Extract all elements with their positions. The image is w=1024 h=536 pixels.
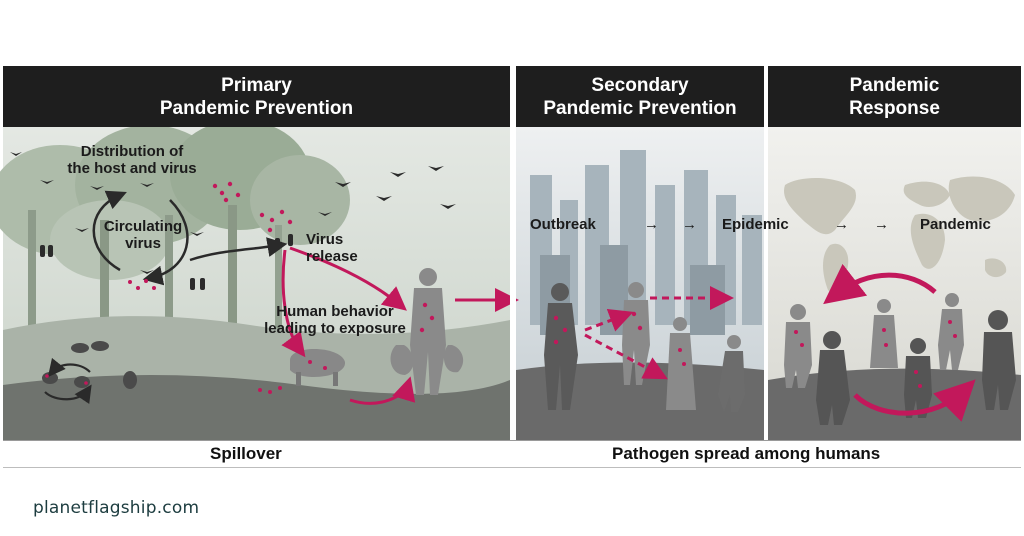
label-human-behavior-line2: leading to exposure bbox=[264, 320, 406, 337]
response-people bbox=[784, 293, 964, 388]
bats bbox=[10, 152, 456, 290]
header-primary-line1: Primary bbox=[221, 74, 292, 96]
footer-bar bbox=[3, 440, 1021, 468]
header-response-line2: Response bbox=[849, 97, 940, 119]
secondary-people bbox=[544, 283, 578, 410]
label-virus-release: Virus release bbox=[306, 231, 386, 265]
rodent-loop-arrows bbox=[44, 357, 92, 405]
label-distribution-line1: Distribution of bbox=[80, 143, 184, 160]
secondary-ground bbox=[516, 362, 764, 440]
panel-gap bbox=[510, 66, 516, 444]
stage-arrow-3: → bbox=[834, 216, 849, 233]
virus-particles-primary bbox=[45, 181, 435, 394]
stage-arrow-1: → bbox=[644, 216, 659, 233]
stage-arrow-4: → bbox=[874, 216, 889, 233]
label-virus-release-line1: Virus bbox=[306, 231, 344, 248]
label-virus-release-line2: release bbox=[306, 248, 358, 265]
label-distribution: Distribution of the host and virus bbox=[52, 143, 212, 177]
stage-outbreak: Outbreak bbox=[530, 216, 596, 233]
forest-trees bbox=[0, 120, 350, 380]
exposure-arrows bbox=[281, 246, 519, 405]
person-with-bags bbox=[390, 268, 464, 395]
stage-arrow-2: → bbox=[682, 216, 697, 233]
stage-epidemic: Epidemic bbox=[722, 216, 789, 233]
panel-divider bbox=[764, 66, 768, 444]
label-human-behavior: Human behavior leading to exposure bbox=[250, 303, 420, 337]
footer-spillover: Spillover bbox=[210, 444, 282, 463]
transmission-arrows bbox=[584, 286, 734, 380]
global-spread-arrows bbox=[823, 263, 976, 422]
footer-pathogen-spread: Pathogen spread among humans bbox=[612, 444, 881, 463]
header-response-line1: Pandemic bbox=[849, 74, 940, 96]
virus-particles-secondary bbox=[553, 311, 686, 366]
primary-ground bbox=[3, 375, 510, 440]
header-response: Pandemic Response bbox=[768, 66, 1021, 127]
label-circulating-line1: Circulating bbox=[103, 218, 183, 235]
virus-particles-response bbox=[794, 320, 957, 388]
label-circulating: Circulating virus bbox=[88, 218, 198, 252]
label-distribution-line2: the host and virus bbox=[67, 160, 197, 177]
label-circulating-line2: virus bbox=[125, 235, 161, 252]
header-secondary: Secondary Pandemic Prevention bbox=[516, 66, 764, 127]
circulating-loop-arrows bbox=[92, 190, 288, 286]
header-primary-line2: Pandemic Prevention bbox=[159, 97, 354, 119]
stage-pandemic: Pandemic bbox=[920, 216, 991, 233]
header-secondary-line1: Secondary bbox=[591, 74, 689, 96]
label-human-behavior-line1: Human behavior bbox=[276, 303, 394, 320]
brand-watermark: planetflagship.com bbox=[33, 498, 200, 518]
header-primary: Primary Pandemic Prevention bbox=[3, 66, 510, 127]
header-secondary-line2: Pandemic Prevention bbox=[543, 97, 737, 119]
